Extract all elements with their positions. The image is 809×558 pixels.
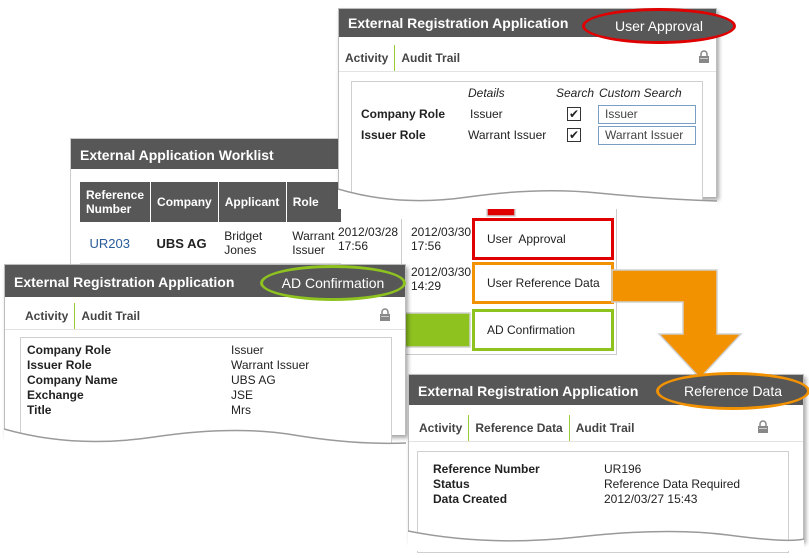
- ad-confirmation-badge-label: AD Confirmation: [281, 275, 385, 291]
- date-cell-a: 2012/03/28 17:56: [338, 225, 399, 253]
- ad-confirmation-panel: External Registration Application Activi…: [4, 264, 406, 453]
- col-search-header: Search: [556, 86, 595, 100]
- row-issuer-role-label: Issuer Role: [361, 128, 426, 142]
- col-details-header: Details: [468, 86, 505, 100]
- cell-company: UBS AG: [150, 222, 219, 264]
- tab-bar: Activity Audit Trail: [339, 45, 716, 72]
- reference-data-badge: Reference Data: [656, 372, 809, 410]
- cell-role: Warrant Issuer: [286, 222, 342, 264]
- date-cell-b3: 2012/03/30: [411, 317, 472, 331]
- user-approval-badge: User Approval: [582, 8, 736, 44]
- ad-label-1: Issuer Role: [27, 358, 92, 372]
- ad-label-0: Company Role: [27, 343, 112, 357]
- ad-details-box: Company Role Issuer Issuer Role Warrant …: [20, 337, 392, 449]
- ad-value-1: Warrant Issuer: [231, 358, 310, 372]
- issuer-role-custom-input[interactable]: Warrant Issuer: [598, 126, 696, 145]
- lock-icon[interactable]: [379, 308, 391, 322]
- row-company-role-label: Company Role: [361, 107, 446, 121]
- ad-value-3: JSE: [231, 388, 254, 402]
- menu-user-reference-data-label: User Reference Data: [487, 276, 600, 290]
- menu-ad-confirmation[interactable]: AD Confirmation: [472, 309, 614, 351]
- col-reference-number[interactable]: Reference Number: [78, 181, 152, 223]
- ad-label-3: Exchange: [27, 388, 84, 402]
- col-company[interactable]: Company: [150, 181, 219, 223]
- cell-applicant: Bridget Jones: [218, 222, 287, 264]
- lock-icon[interactable]: [757, 420, 769, 434]
- ref-label-2: Data Created: [433, 492, 508, 506]
- ref-value-0: UR196: [604, 462, 642, 476]
- company-role-custom-input[interactable]: Issuer: [598, 105, 696, 124]
- menu-user-approval[interactable]: User Approval: [472, 218, 614, 260]
- torn-edge: [338, 188, 717, 209]
- ad-value-0: Issuer: [231, 343, 264, 357]
- table-row[interactable]: UR203 UBS AG Bridget Jones Warrant Issue…: [79, 222, 342, 264]
- ref-value-1: Reference Data Required: [604, 477, 741, 491]
- torn-edge: [408, 530, 804, 551]
- row-company-role-details: Issuer: [470, 107, 503, 121]
- tab-audit-trail[interactable]: Audit Trail: [401, 51, 461, 65]
- tab-audit-trail[interactable]: Audit Trail: [81, 309, 141, 323]
- tab-activity[interactable]: Activity: [339, 45, 396, 71]
- user-approval-badge-label: User Approval: [615, 18, 703, 34]
- ref-label-1: Status: [433, 477, 470, 491]
- col-applicant[interactable]: Applicant: [217, 181, 287, 223]
- ad-value-2: UBS AG: [231, 373, 276, 387]
- ad-label-4: Title: [27, 403, 52, 417]
- ref-value-2: 2012/03/27 15:43: [604, 492, 698, 506]
- ad-value-4: Mrs: [231, 403, 251, 417]
- cell-reference[interactable]: UR203: [79, 222, 151, 264]
- date-cell-b1: 2012/03/30 17:56: [411, 225, 472, 253]
- tab-activity[interactable]: Activity: [409, 415, 470, 441]
- issuer-role-search-checkbox[interactable]: ✔: [567, 128, 581, 142]
- menu-user-approval-label: User Approval: [487, 232, 566, 246]
- divider: [401, 219, 402, 269]
- tab-audit-trail[interactable]: Audit Trail: [575, 421, 635, 435]
- orange-elbow-arrow: [611, 269, 743, 380]
- row-issuer-role-details: Warrant Issuer: [468, 128, 547, 142]
- ad-confirmation-badge: AD Confirmation: [260, 265, 406, 301]
- menu-ad-confirmation-label: AD Confirmation: [487, 323, 576, 337]
- col-role[interactable]: Role: [285, 181, 342, 223]
- reference-data-panel: External Registration Application Activi…: [408, 374, 804, 553]
- date-cell-b2: 2012/03/30 14:29: [411, 265, 472, 293]
- worklist-table: Reference Number Company Applicant Role …: [78, 181, 342, 264]
- tab-bar: Activity Audit Trail: [5, 303, 405, 330]
- menu-user-reference-data[interactable]: User Reference Data: [472, 262, 614, 304]
- tab-activity[interactable]: Activity: [5, 303, 76, 329]
- col-custom-header: Custom Search: [599, 86, 682, 100]
- lock-icon[interactable]: [698, 50, 710, 64]
- torn-edge: [4, 428, 406, 453]
- tab-reference-data[interactable]: Reference Data: [469, 415, 570, 441]
- company-role-search-checkbox[interactable]: ✔: [567, 107, 581, 121]
- ad-label-2: Company Name: [27, 373, 118, 387]
- approval-details-box: Details Search Custom Search Company Rol…: [351, 81, 703, 203]
- ref-label-0: Reference Number: [433, 462, 540, 476]
- reference-data-badge-label: Reference Data: [683, 383, 783, 399]
